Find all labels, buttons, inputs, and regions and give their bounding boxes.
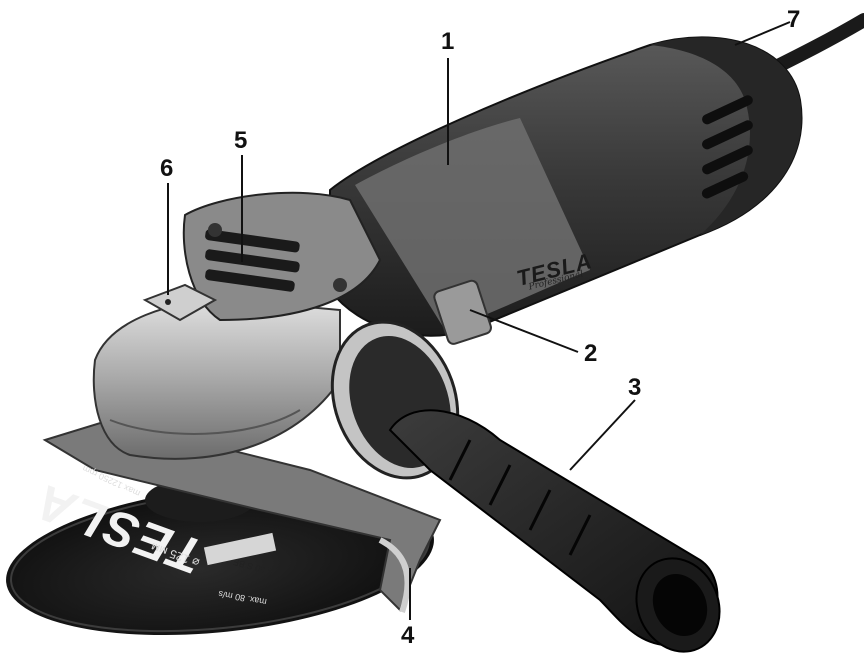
callout-lock-button: 6 <box>160 155 174 182</box>
callout-body-housing: 1 <box>441 28 455 55</box>
front-air-vents <box>205 229 300 292</box>
screw-top <box>208 223 222 237</box>
leader-lines <box>167 21 791 620</box>
callout-side-handle: 3 <box>628 374 642 401</box>
callout-spindle-lock: 2 <box>584 340 598 367</box>
callout-air-vents: 5 <box>234 127 248 154</box>
spindle-lock-button <box>142 283 218 322</box>
rear-vents <box>701 95 753 199</box>
side-switch <box>433 279 492 345</box>
gear-head <box>92 298 341 460</box>
power-cable <box>763 13 864 77</box>
callout-power-cable: 7 <box>787 6 801 33</box>
rear-cap <box>650 37 802 235</box>
grip-band <box>355 118 590 330</box>
handle-ribs <box>448 439 592 556</box>
head-top <box>182 191 382 322</box>
screw-side <box>333 278 347 292</box>
callout-guard: 4 <box>401 622 415 649</box>
